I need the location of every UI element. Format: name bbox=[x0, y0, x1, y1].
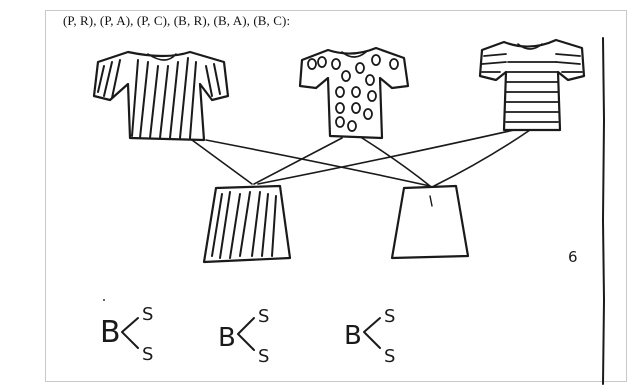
tree-root-label: B bbox=[100, 315, 121, 350]
horizontal-striped-shirt-icon bbox=[478, 38, 586, 132]
margin-line bbox=[602, 37, 605, 385]
pencil-mark bbox=[103, 299, 105, 301]
tree-branch-label: S bbox=[258, 346, 269, 367]
tree-root-label: B bbox=[344, 321, 362, 351]
tree-root-label: B bbox=[218, 323, 236, 353]
tree-branch-label: S bbox=[142, 304, 153, 325]
striped-skirt-icon bbox=[202, 184, 292, 264]
tree-sketch: B S S bbox=[100, 304, 153, 365]
tree-branch-label: S bbox=[142, 344, 153, 365]
tree-sketch: B S S bbox=[344, 306, 395, 367]
striped-shirt-icon bbox=[92, 50, 230, 142]
tree-branch-label: S bbox=[384, 346, 395, 367]
pairs-caption: (P, R), (P, A), (P, C), (B, R), (B, A), … bbox=[63, 13, 291, 28]
tree-branch-label: S bbox=[258, 306, 269, 327]
plain-skirt-icon bbox=[390, 184, 470, 260]
tree-branch-label: S bbox=[384, 306, 395, 327]
dotted-shirt-icon bbox=[298, 46, 410, 140]
tree-sketch: B S S bbox=[218, 306, 269, 367]
pairing-lines bbox=[191, 129, 531, 187]
page-number: 6 bbox=[568, 248, 578, 266]
